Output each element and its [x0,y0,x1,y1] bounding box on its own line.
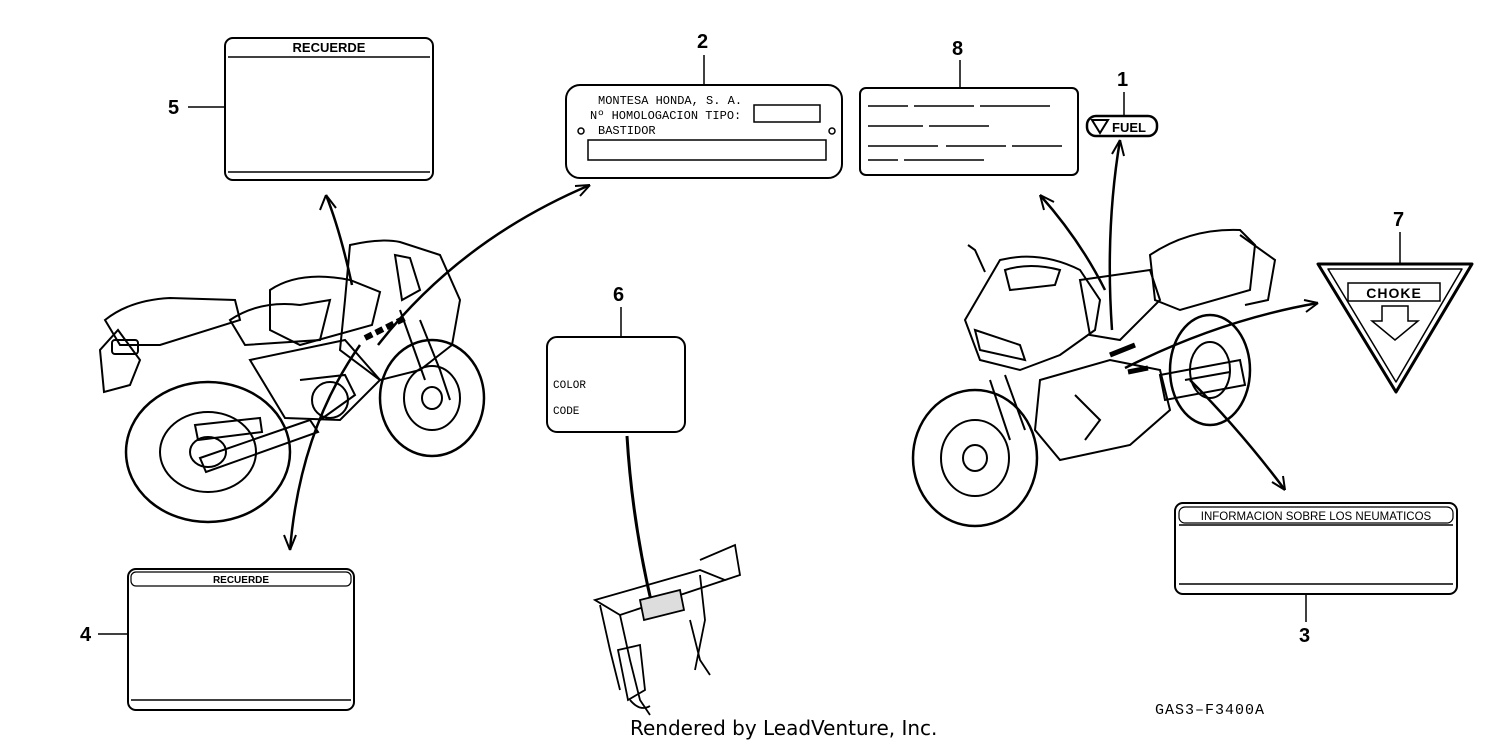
leader-arrows [283,139,1319,606]
callout-5: 5 [168,97,179,119]
label-1-fuel-decal[interactable]: FUEL [1085,114,1159,138]
label-3-title: INFORMACION SOBRE LOS NEUMATICOS [1201,511,1432,523]
callout-4: 4 [80,624,92,646]
label-8-info-label[interactable] [859,87,1079,176]
frame-detail-illustration [592,543,742,716]
label-4-recuerde[interactable]: RECUERDE [127,568,355,711]
label-6-code: CODE [553,406,580,418]
marking-choke-right [1127,365,1149,375]
motorcycle-left-illustration [98,239,486,524]
label-3-tire-information[interactable]: INFORMACION SOBRE LOS NEUMATICOS [1174,502,1458,595]
label-5-recuerde[interactable]: RECUERDE [224,37,434,181]
part-code: GAS3–F3400A [1155,702,1266,719]
label-5-title: RECUERDE [293,40,366,55]
label-7-choke-decal[interactable]: CHOKE [1316,262,1474,394]
fuel-triangle-icon [1090,119,1110,135]
motorcycle-right-illustration [911,228,1277,528]
label-6-color-code[interactable]: COLOR CODE [546,336,686,433]
callout-2: 2 [697,31,708,53]
callout-7: 7 [1393,209,1404,231]
label-2-line1: MONTESA HONDA, S. A. [598,94,742,108]
marking-fuel-right [1109,342,1136,358]
label-6-color: COLOR [553,380,586,392]
label-2-line2: Nº HOMOLOGACION TIPO: [590,109,741,123]
label-4-title: RECUERDE [213,575,269,586]
label-7-text: CHOKE [1366,285,1422,301]
callout-3: 3 [1299,625,1310,647]
callout-8: 8 [952,38,963,60]
render-credit: Rendered by LeadVenture, Inc. [630,716,938,740]
choke-arrow-icon [1369,305,1421,341]
label-2-line3: BASTIDOR [598,124,656,138]
label-2-homologation-plate[interactable]: MONTESA HONDA, S. A. Nº HOMOLOGACION TIP… [565,84,843,179]
label-1-text: FUEL [1112,120,1146,135]
callout-1: 1 [1117,69,1128,91]
callout-6: 6 [613,284,624,306]
